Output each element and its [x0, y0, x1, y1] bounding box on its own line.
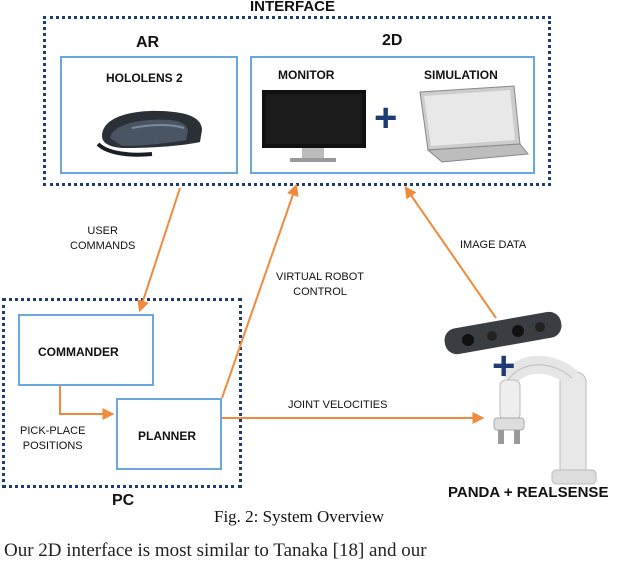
realsense-camera-icon	[444, 311, 562, 355]
simulation-label: SIMULATION	[424, 68, 498, 82]
arrow-virtual-robot-control	[221, 183, 299, 399]
hololens-label: HOLOLENS 2	[106, 71, 183, 85]
monitor-label: MONITOR	[278, 68, 335, 82]
pc-container	[2, 298, 242, 488]
label-joint-velocities: JOINT VELOCITIES	[288, 399, 388, 411]
robot-label: PANDA + REALSENSE	[448, 484, 609, 501]
commander-label: COMMANDER	[38, 345, 119, 359]
hololens-box: HOLOLENS 2	[60, 56, 238, 174]
planner-box: PLANNER	[116, 398, 222, 470]
planner-label: PLANNER	[138, 429, 197, 443]
arrow-image-data	[404, 186, 497, 319]
pc-title: PC	[112, 492, 135, 509]
monitor-icon	[262, 90, 366, 162]
label-image-data: IMAGE DATA	[460, 239, 527, 251]
label-pick-place: PICK-PLACE POSITIONS	[20, 425, 86, 452]
figure-caption: Fig. 2: System Overview	[214, 507, 384, 526]
commander-box: COMMANDER	[18, 314, 154, 386]
twod-box: MONITOR SIMULATION +	[250, 56, 535, 174]
arrow-user-commands	[137, 187, 181, 313]
plus-sign: +	[374, 96, 398, 140]
ar-title: AR	[136, 34, 160, 51]
hololens-headset-icon	[96, 110, 202, 157]
interface-title: INTERFACE	[250, 0, 336, 15]
body-text-line: Our 2D interface is most similar to Tana…	[4, 540, 427, 561]
devices-illustration	[262, 85, 529, 163]
robot-plus-sign: +	[492, 344, 516, 388]
panda-robot-arm-icon	[493, 355, 597, 485]
arrow-pick-place	[59, 386, 115, 420]
label-virtual-robot-control: VIRTUAL ROBOT CONTROL	[276, 271, 365, 298]
twod-title: 2D	[382, 32, 403, 49]
laptop-icon	[419, 85, 529, 163]
label-user-commands: USER COMMANDS	[70, 225, 136, 252]
